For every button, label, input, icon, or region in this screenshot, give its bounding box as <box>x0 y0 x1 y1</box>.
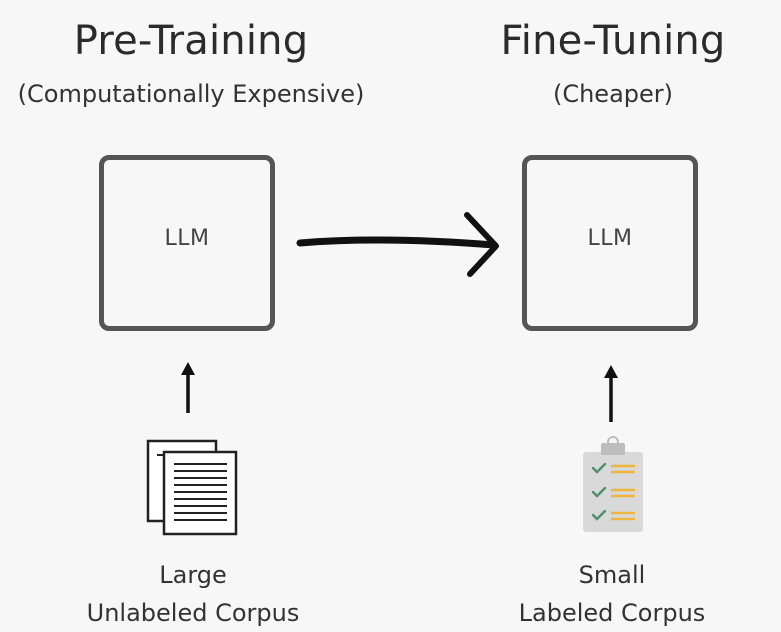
pretraining-llm-box: LLM <box>99 155 275 331</box>
pretraining-title: Pre-Training <box>73 18 309 64</box>
pretraining-subtitle: (Computationally Expensive) <box>17 80 365 108</box>
pretraining-up-arrow <box>181 362 195 413</box>
finetuning-caption: Small Labeled Corpus <box>506 556 718 632</box>
finetuning-caption-line2: Labeled Corpus <box>518 599 706 627</box>
pretraining-caption-line2: Unlabeled Corpus <box>86 599 300 627</box>
transfer-arrow <box>296 212 499 277</box>
pretraining-caption: Large Unlabeled Corpus <box>78 556 308 632</box>
pretraining-caption-line1: Large <box>159 561 227 589</box>
finetuning-llm-label: LLM <box>587 225 633 251</box>
pretraining-llm-label: LLM <box>164 225 210 251</box>
documents-icon <box>146 439 238 536</box>
finetuning-up-arrow <box>604 365 618 422</box>
finetuning-llm-box: LLM <box>522 155 698 331</box>
checklist-clipboard-icon <box>583 436 643 532</box>
finetuning-caption-line1: Small <box>578 561 646 589</box>
finetuning-title: Fine-Tuning <box>500 18 726 64</box>
finetuning-subtitle: (Cheaper) <box>552 80 674 108</box>
